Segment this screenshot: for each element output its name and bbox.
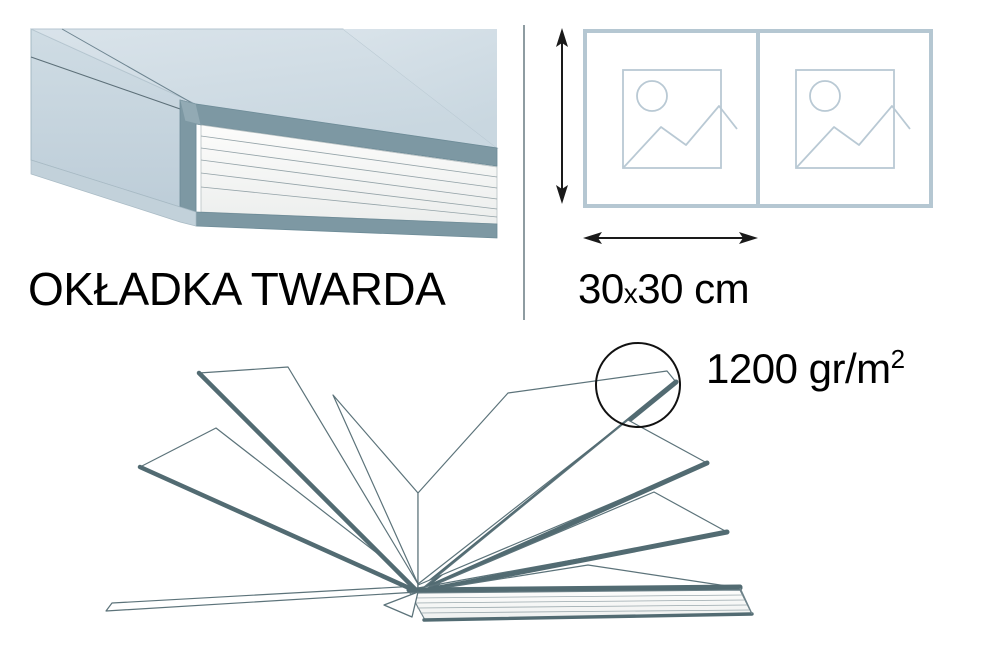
cover-corner-facet: [179, 99, 202, 126]
left-page-3-edge: [196, 370, 421, 595]
cover-bottom-face: [30, 159, 197, 227]
hardcover-book-corner: [30, 28, 499, 239]
hardcover-caption: OKŁADKA TWARDA: [28, 263, 446, 315]
page-thickness-callout-circle: [595, 342, 681, 428]
height-arrow-head-up: [556, 28, 568, 47]
base-page-stack-lines: [411, 594, 750, 614]
weight-unit: gr/m: [808, 345, 892, 392]
spread-size-label: 30x30 cm: [578, 265, 750, 312]
size-value-1: 30: [578, 265, 624, 312]
width-dimension-arrow: [583, 232, 758, 244]
weight-exponent: 2: [890, 344, 905, 374]
page-lines: [200, 135, 498, 218]
cover-top-face-extension: [343, 29, 497, 148]
placeholder-mountain-icon: [623, 105, 738, 168]
width-arrow-head-left: [583, 232, 602, 244]
right-page: [756, 29, 933, 208]
base-stack-bottom-edge: [422, 612, 754, 622]
right-page-2-edge: [415, 460, 710, 595]
left-page-2-edge: [137, 464, 421, 595]
size-unit: cm: [694, 265, 750, 312]
paper-weight-label: 1200 gr/m2: [706, 345, 905, 392]
placeholder-mountain-icon: [796, 105, 911, 168]
placeholder-frame: [622, 69, 722, 169]
size-value-2: 30: [637, 265, 683, 312]
base-stack-top-edge: [406, 584, 743, 593]
left-page-1: [105, 585, 419, 612]
height-arrow-head-down: [556, 185, 568, 204]
base-stack-right-end: [739, 587, 753, 615]
image-placeholder-icon: [795, 69, 911, 169]
height-dimension-arrow: [556, 28, 568, 204]
placeholder-frame: [795, 69, 895, 169]
right-page-3-edge: [415, 529, 730, 595]
left-page: [583, 29, 760, 208]
open-album-spread: [556, 28, 933, 244]
size-separator: x: [623, 278, 638, 309]
placeholder-sun-icon: [636, 80, 668, 112]
fanned-pages-book: [105, 342, 754, 622]
weight-value: 1200: [706, 345, 798, 392]
image-placeholder-icon: [622, 69, 738, 169]
spine-wedge: [383, 591, 419, 618]
right-page-1: [417, 370, 677, 593]
placeholder-sun-icon: [809, 80, 841, 112]
width-arrow-head-right: [739, 232, 758, 244]
